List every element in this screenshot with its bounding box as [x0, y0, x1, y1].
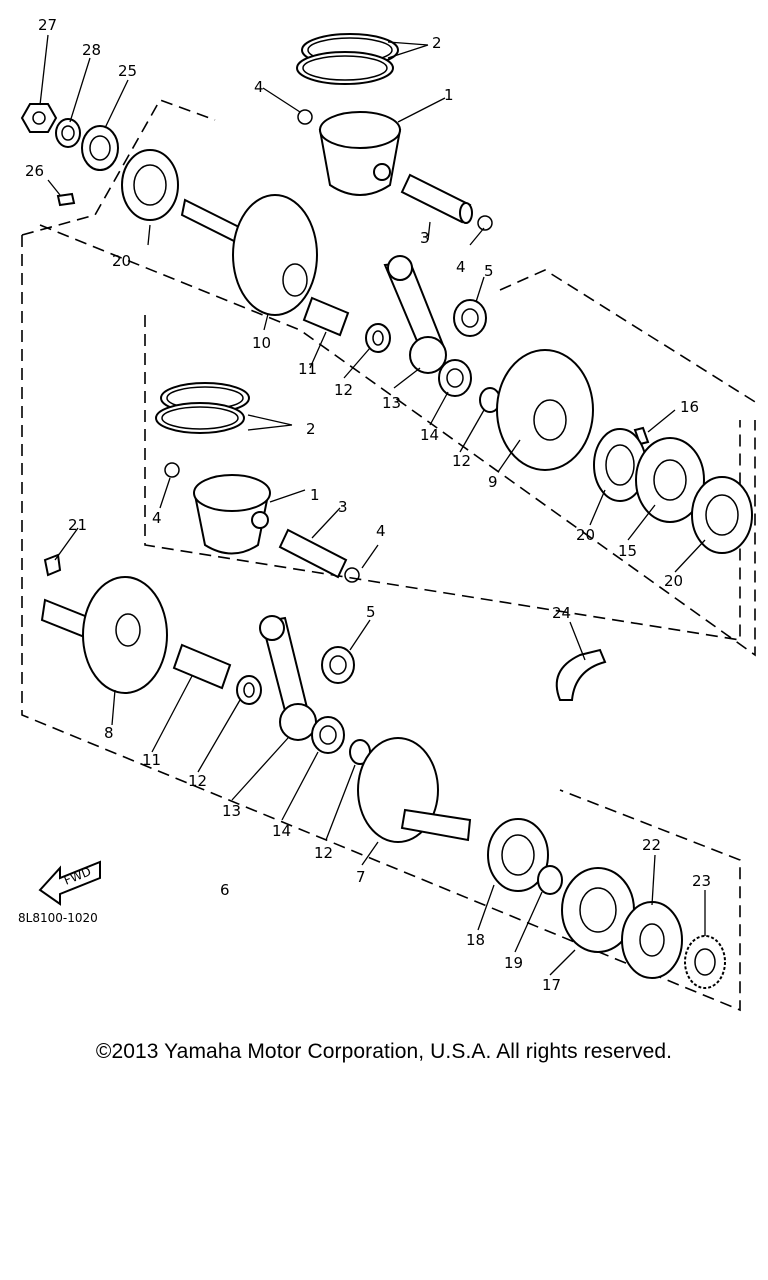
callout-20: 20 [112, 252, 131, 270]
callout-12: 12 [314, 844, 333, 862]
piston-rings-upper [296, 33, 399, 85]
assembly-outline-crankshaft-6 [21, 99, 741, 1012]
callout-26: 26 [25, 162, 44, 180]
washer-12-lower-a [236, 675, 262, 705]
crank-pin-11-lower [172, 643, 232, 690]
callout-9: 9 [488, 473, 498, 491]
callout-4: 4 [152, 509, 162, 527]
nut-27 [20, 103, 58, 133]
piston-pin-lower [278, 528, 348, 579]
callout-14: 14 [420, 426, 439, 444]
callout-22: 22 [642, 836, 661, 854]
callout-7: 7 [356, 868, 366, 886]
callout-4: 4 [376, 522, 386, 540]
crank-wheel-8 [40, 576, 168, 694]
bearing-20-center-right [691, 476, 753, 554]
crank-wheel-7 [357, 737, 472, 843]
callout-27: 27 [38, 16, 57, 34]
needle-bearing-5-upper [453, 299, 487, 337]
callout-24: 24 [552, 604, 571, 622]
copyright-notice: ©2013 Yamaha Motor Corporation, U.S.A. A… [95, 1040, 673, 1063]
piston-lower [193, 474, 271, 555]
callout-6: 6 [220, 881, 230, 899]
callout-11: 11 [298, 360, 317, 378]
callout-3: 3 [420, 229, 430, 247]
callout-13: 13 [222, 802, 241, 820]
gear-23 [684, 935, 726, 989]
drawing-code: 8L8100-1020 [18, 911, 98, 925]
callout-19: 19 [504, 954, 523, 972]
bearing-20-left [121, 149, 179, 221]
leader-lines [39, 34, 706, 976]
callout-23: 23 [692, 872, 711, 890]
callout-20: 20 [664, 572, 683, 590]
callout-1: 1 [444, 86, 454, 104]
oil-seal-22 [621, 901, 683, 979]
crank-pin-11-upper [302, 296, 350, 337]
oil-seal-25 [81, 125, 119, 171]
callout-1: 1 [310, 486, 320, 504]
bearing-17 [561, 867, 635, 953]
callout-5: 5 [366, 603, 376, 621]
callout-12: 12 [452, 452, 471, 470]
callout-4: 4 [456, 258, 466, 276]
callout-11: 11 [142, 751, 161, 769]
callout-25: 25 [118, 62, 137, 80]
key-26 [56, 192, 76, 207]
washer-12-upper-a [365, 323, 391, 353]
callout-3: 3 [338, 498, 348, 516]
piston-rings-lower [155, 382, 250, 434]
callout-16: 16 [680, 398, 699, 416]
callout-15: 15 [618, 542, 637, 560]
callout-10: 10 [252, 334, 271, 352]
bearing-18 [487, 818, 549, 892]
callout-2: 2 [432, 34, 442, 52]
callout-20: 20 [576, 526, 595, 544]
key-21 [43, 553, 62, 577]
callout-18: 18 [466, 931, 485, 949]
callout-17: 17 [542, 976, 561, 994]
callout-14: 14 [272, 822, 291, 840]
washer-19 [537, 865, 563, 895]
callout-13: 13 [382, 394, 401, 412]
crank-wheel-10 [180, 194, 318, 316]
callout-28: 28 [82, 41, 101, 59]
callout-5: 5 [484, 262, 494, 280]
callout-2: 2 [306, 420, 316, 438]
callout-labels: 27 28 25 26 20 2 4 1 3 4 5 10 11 12 13 1… [25, 16, 711, 994]
clip-24 [555, 648, 607, 701]
exploded-parts-diagram: FWD 8L8100-1020 [18, 16, 761, 1012]
piston-pin-upper [400, 173, 473, 224]
circlip-lower [164, 462, 360, 583]
fwd-arrow-icon: FWD [38, 860, 101, 906]
needle-bearing-14-upper [438, 359, 472, 397]
callout-8: 8 [104, 724, 114, 742]
needle-bearing-5-lower [321, 646, 355, 684]
callout-12: 12 [334, 381, 353, 399]
circlip-upper [297, 109, 493, 231]
callout-12: 12 [188, 772, 207, 790]
piston-upper [318, 111, 402, 196]
washer-28 [55, 118, 81, 148]
bearing-housing-15 [635, 437, 705, 523]
needle-bearing-14-lower [311, 716, 345, 754]
conrod-13-upper [383, 255, 447, 374]
crank-wheel-9 [496, 349, 594, 471]
callout-21: 21 [68, 516, 87, 534]
callout-4: 4 [254, 78, 264, 96]
conrod-13-lower [259, 615, 317, 741]
